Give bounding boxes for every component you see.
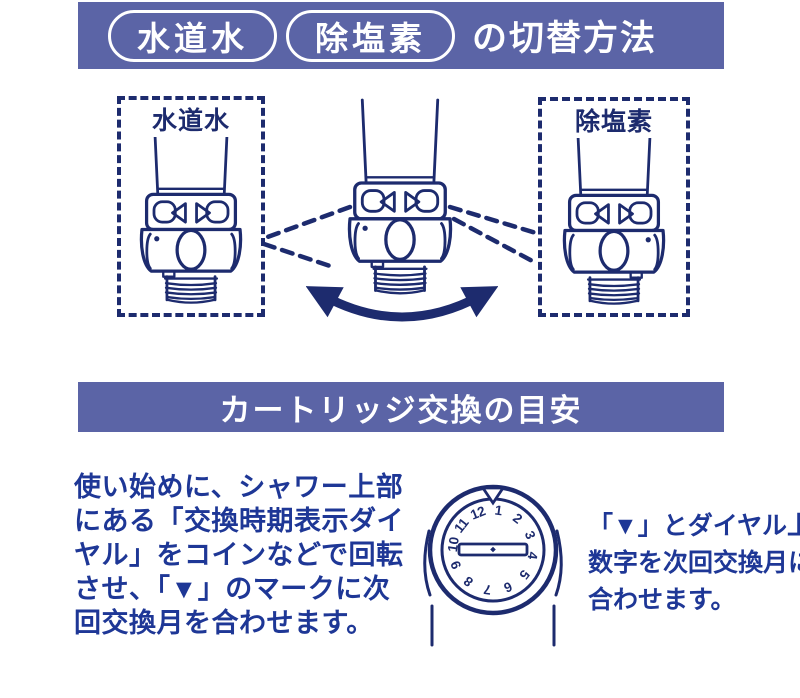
dial-number: 4 <box>525 551 541 561</box>
alignment-line: 合わせます。 <box>588 586 736 614</box>
alignment-line: 数字を次回交換月に <box>588 549 800 577</box>
replacement-instructions-text: 使い始めに、シャワー上部 にある「交換時期表示ダイ ヤル」をコインなどで回転 さ… <box>74 470 404 640</box>
tap-water-pill-label: 水道水 <box>137 19 248 57</box>
dial-number: 5 <box>516 567 533 583</box>
rotation-arrow-icon <box>306 286 498 322</box>
alignment-line: 「▼」とダイヤル上の <box>588 512 800 540</box>
dial-number: 9 <box>448 559 465 572</box>
shower-filter-center-illustration <box>347 98 453 295</box>
shower-filter-dechlorinate-illustration <box>562 138 666 306</box>
dial-number: 2 <box>510 510 525 526</box>
dial-number: 10 <box>445 536 462 553</box>
dial-number: 8 <box>460 573 476 590</box>
instructions-line: ヤル」をコインなどで回転 <box>74 540 404 570</box>
dial-number: 3 <box>522 529 539 542</box>
tap-water-mode-box: 水道水 <box>117 96 265 317</box>
tap-water-box-label: 水道水 <box>151 107 230 135</box>
dial-alignment-text: 「▼」とダイヤル上の 数字を次回交換月に 合わせます。 <box>588 508 800 619</box>
dial-slot-center-mark <box>490 546 496 553</box>
instructions-line: させ、「▼」のマークに次 <box>74 574 391 604</box>
instructions-line: 使い始めに、シャワー上部 <box>74 472 404 502</box>
instructions-line: 回交換月を合わせます。 <box>74 608 374 638</box>
dechlorinate-box-label: 除塩素 <box>574 108 653 136</box>
dechlorinate-pill-label: 除塩素 <box>315 19 426 57</box>
cartridge-replacement-title: カートリッジ交換の目安 <box>219 392 583 428</box>
dechlorinate-mode-box: 除塩素 <box>538 97 690 317</box>
dial-marker-triangle <box>480 486 506 506</box>
dial-number: 1 <box>494 502 504 518</box>
dial-body-left-edge <box>423 529 432 597</box>
dial-number: 7 <box>483 582 493 598</box>
tap-water-pill: 水道水 <box>108 9 277 62</box>
dial-body-right-edge <box>554 529 563 597</box>
dial-number: 12 <box>468 503 488 523</box>
cartridge-replacement-banner: カートリッジ交換の目安 <box>78 382 724 432</box>
instructions-line: にある「交換時期表示ダイ <box>74 506 404 536</box>
dial-number: 6 <box>501 579 514 596</box>
shower-filter-tap-water-illustration <box>139 137 243 305</box>
dechlorinate-pill: 除塩素 <box>286 9 455 62</box>
switch-method-banner: 水道水 除塩素 の切替方法 <box>78 2 724 69</box>
switch-method-suffix: の切替方法 <box>472 19 658 58</box>
